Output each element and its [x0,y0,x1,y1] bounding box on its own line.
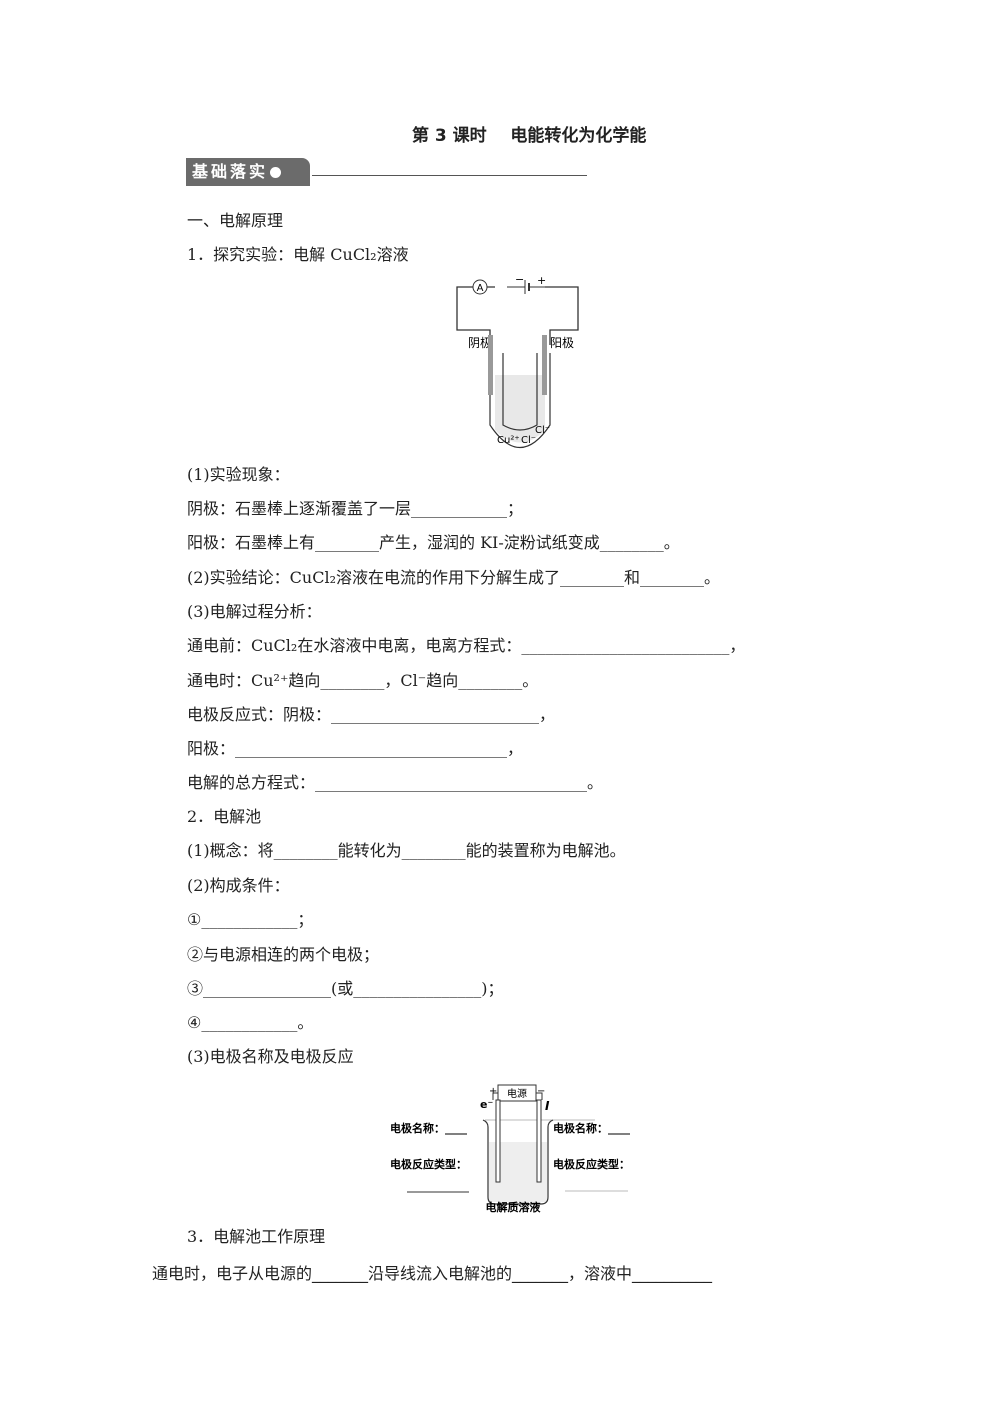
heading-working-principle: 3．电解池工作原理 [187,1227,326,1246]
left-electrode [495,1099,501,1183]
ammeter-label: A [477,283,484,294]
power-source-label: 电源 [507,1087,527,1100]
electrolytic-cell-figure: 电源 + − e⁻ I 电极名称：____ 电极名称：____ 电极反应类型： … [390,1084,630,1214]
ion-cl-label: Cl⁻ [521,435,536,446]
electron-label: e⁻ [480,1098,493,1111]
section-badge-label: 基础落实 [192,162,269,181]
ion-cl-label-2: Cl⁻ [535,425,550,436]
left-electrode-name: 电极名称：____ [390,1121,467,1135]
left-reaction-type: 电极反应类型： [390,1157,467,1171]
ion-cu-label: Cu²⁺ [497,435,520,446]
battery-icon [507,280,545,294]
condition-1: ①____________； [187,910,314,929]
electrolyte-label: 电解质溶液 [486,1200,542,1214]
observation-heading: (1)实验现象： [187,465,290,484]
electrode-heading: (3)电极名称及电极反应 [187,1047,354,1066]
power-plus: + [489,1086,497,1097]
section-badge: 基础落实 [186,158,310,186]
condition-4: ④____________。 [187,1013,314,1032]
right-electrode-name: 电极名称：____ [553,1121,630,1135]
cathode-label: 阴极 [468,336,492,350]
line-total-equation: 电解的总方程式：________________________________… [187,773,604,792]
current-label: I [545,1099,550,1113]
heading-electrolytic-cell: 2．电解池 [187,807,262,826]
right-electrode [536,1099,542,1183]
line-cathode-observation: 阴极：石墨棒上逐渐覆盖了一层____________； [187,499,524,518]
right-reaction-type: 电极反应类型： [553,1157,630,1171]
electrolysis-u-tube-figure: A − + 阴极 阳极 Cu²⁺ Cl⁻ Cl⁻ [456,275,579,449]
section-divider [312,175,587,176]
cathode-rod [488,335,493,395]
line-during-current: 通电时：Cu²⁺趋向________，Cl⁻趋向________。 [187,671,539,690]
line-before-current: 通电前：CuCl₂在水溶液中电离，电离方程式：_________________… [187,636,746,655]
condition-2: ②与电源相连的两个电极； [187,945,380,964]
ammeter-icon [472,279,488,295]
line-concept: (1)概念：将________能转化为________能的装置称为电解池。 [187,841,626,860]
item-experiment: 1．探究实验：电解 CuCl₂溶液 [187,245,409,264]
battery-plus: + [537,275,546,287]
conditions-heading: (2)构成条件： [187,876,290,895]
page-title: 第 3 课时 电能转化为化学能 [412,126,647,146]
anode-rod [542,335,547,395]
anode-label: 阳极 [550,336,574,350]
power-minus: − [537,1086,545,1097]
condition-3: ③________________(或________________)； [187,979,504,998]
line-working-principle: 通电时，电子从电源的_______沿导线流入电解池的_______，溶液中___… [152,1264,713,1283]
analysis-heading: (3)电解过程分析： [187,602,322,621]
line-anode-equation: 阳极：__________________________________， [187,739,524,758]
dot-icon [270,167,282,178]
battery-minus: − [515,275,524,286]
line-conclusion: (2)实验结论：CuCl₂溶液在电流的作用下分解生成了________和____… [187,568,720,587]
line-anode-observation: 阳极：石墨棒上有________产生，湿润的 KI-淀粉试纸变成________… [187,533,680,552]
line-cathode-equation: 电极反应式：阴极：__________________________， [187,705,556,724]
heading-principle: 一、电解原理 [187,211,284,230]
